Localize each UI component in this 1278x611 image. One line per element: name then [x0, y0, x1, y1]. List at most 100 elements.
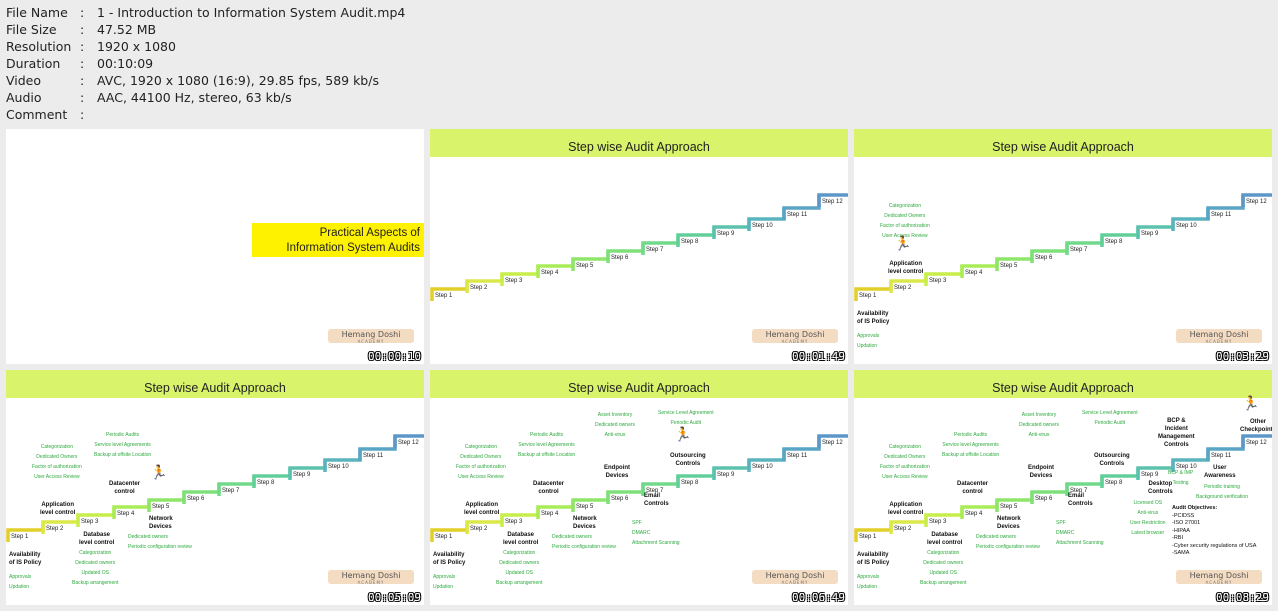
slide-header: Step wise Audit Approach [430, 370, 848, 398]
step-label: Step 12 [822, 440, 843, 446]
detail-item: Factor of authorization [880, 464, 930, 470]
meta-key: Duration [6, 56, 61, 71]
node-app: Application level control [464, 501, 499, 517]
step-label: Step 7 [1070, 488, 1088, 494]
detail-item: Dedicated Owners [884, 213, 926, 219]
node-line: Outsourcing [1094, 453, 1130, 459]
step-label: Step 12 [1246, 199, 1267, 205]
detail-item: User Access Review [34, 474, 80, 480]
detail-item: Attachment Scanning [1056, 540, 1104, 546]
detail-item: Approvals [857, 333, 880, 339]
node-line: level control [79, 540, 115, 546]
detail-item: Categorization [888, 203, 921, 209]
node-line: Network [997, 516, 1021, 522]
audit-title: Audit Objectives: [1172, 505, 1218, 511]
detail-item: Backup arrangement [496, 580, 543, 586]
node-line: of IS Policy [9, 560, 42, 566]
node-line: Database [931, 532, 959, 538]
detail-item: Categorization [927, 550, 960, 556]
step-label: Step 7 [222, 488, 240, 494]
node-line: Datacenter [533, 481, 565, 487]
detail-item: Periodic configuration review [128, 544, 192, 550]
file-metadata: File Name:1 - Introduction to Informatio… [6, 4, 405, 123]
detail-item: Backup arrangement [72, 580, 119, 586]
node-line: Availability [9, 552, 41, 558]
slide-title: Step wise Audit Approach [144, 381, 286, 395]
slide-header: Step wise Audit Approach [6, 370, 424, 398]
timestamp: 00:08:29 [1216, 591, 1269, 604]
step-label: Step 5 [152, 504, 170, 510]
detail-item: Periodic configuration review [552, 544, 616, 550]
node-line: level control [464, 510, 500, 516]
node-line: Controls [1099, 461, 1125, 467]
step-label: Step 11 [363, 453, 384, 459]
node-line: Devices [1029, 473, 1053, 479]
node-line: Devices [605, 473, 629, 479]
node-line: Devices [997, 524, 1020, 530]
node-line: Network [149, 516, 173, 522]
slide-title: Step wise Audit Approach [568, 140, 710, 154]
node-line: level control [503, 540, 539, 546]
meta-separator: : [80, 73, 85, 88]
node-line: Controls [1148, 489, 1173, 495]
slide-header: Step wise Audit Approach [854, 129, 1272, 157]
thumbnail-1[interactable]: Practical Aspects of Information System … [6, 129, 424, 364]
meta-row: Resolution:1920 x 1080 [6, 38, 405, 55]
step-label: Step 5 [1000, 263, 1018, 269]
detail-item: Categorization [79, 550, 112, 556]
detail-item: Service level Agreements [518, 442, 575, 448]
detail-item: Anti-virus [1028, 432, 1050, 438]
detail-item: Background verification [1196, 494, 1248, 500]
meta-separator: : [80, 39, 85, 54]
timestamp: 00:06:49 [792, 591, 845, 604]
step-label: Step 11 [1211, 453, 1232, 459]
slide-header: Step wise Audit Approach [430, 129, 848, 157]
mario-character-icon: 🏃 [674, 427, 692, 443]
meta-separator: : [80, 90, 85, 105]
step-12-tread [817, 193, 848, 207]
node-line: Availability [857, 311, 889, 317]
meta-value: 00:10:09 [97, 56, 154, 71]
detail-item: Periodic Audits [954, 432, 988, 438]
node-line: Application [465, 502, 498, 508]
step-label: Step 11 [787, 212, 808, 218]
node-line: Devices [149, 524, 172, 530]
node-line: Checkpoints [1240, 427, 1272, 433]
meta-row: Audio:AAC, 44100 Hz, stereo, 63 kb/s [6, 89, 405, 106]
detail-item: Dedicated Owners [36, 454, 78, 460]
audit-objectives: Audit Objectives:-PCIDSS-ISO 27001-HIPAA… [1172, 505, 1256, 558]
node-line: Controls [1068, 501, 1093, 507]
detail-item: Dedicated Owners [884, 454, 926, 460]
step-12-tread [393, 434, 424, 448]
audit-item: -ISO 27001 [1172, 520, 1201, 526]
detail-item: Backup at offsite Location [518, 452, 576, 458]
node-line: Application [41, 502, 74, 508]
node-line: Outsourcing [670, 453, 706, 459]
thumbnail-6[interactable]: Step wise Audit Approach Audit Objective… [854, 370, 1272, 605]
detail-item: BCP & IMP [1168, 470, 1194, 476]
detail-item: User Access Review [882, 233, 928, 239]
meta-row: Duration:00:10:09 [6, 55, 405, 72]
step-label: Step 5 [1000, 504, 1018, 510]
